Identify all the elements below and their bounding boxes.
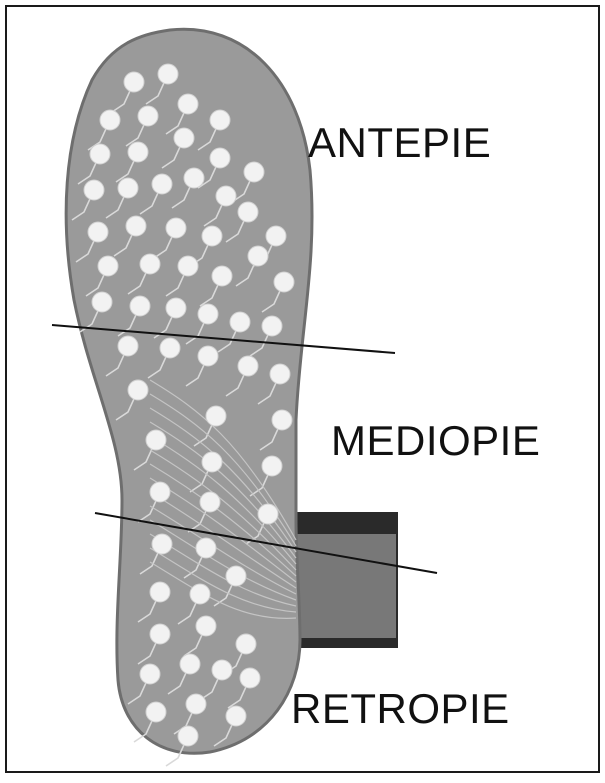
- pressure-sensor: [190, 584, 210, 604]
- pressure-sensor: [146, 430, 166, 450]
- pressure-sensor: [272, 410, 292, 430]
- pressure-sensor: [202, 226, 222, 246]
- pressure-sensor: [258, 504, 278, 524]
- pressure-sensor: [138, 106, 158, 126]
- pressure-sensor: [200, 492, 220, 512]
- pressure-sensor: [150, 482, 170, 502]
- connector-cable: [286, 512, 398, 648]
- pressure-sensor: [186, 694, 206, 714]
- pressure-sensor: [178, 726, 198, 746]
- pressure-sensor: [174, 128, 194, 148]
- pressure-sensor: [240, 668, 260, 688]
- pressure-sensor: [216, 186, 236, 206]
- pressure-sensor: [244, 162, 264, 182]
- rearfoot-label: RETROPIE: [291, 688, 510, 730]
- pressure-sensor: [198, 346, 218, 366]
- pressure-sensor: [160, 338, 180, 358]
- pressure-sensor: [210, 110, 230, 130]
- pressure-sensor: [226, 706, 246, 726]
- pressure-sensor: [118, 336, 138, 356]
- pressure-sensor: [130, 296, 150, 316]
- forefoot-label: ANTEPIE: [308, 122, 491, 164]
- pressure-sensor: [270, 364, 290, 384]
- pressure-sensor: [184, 168, 204, 188]
- pressure-sensor: [140, 664, 160, 684]
- pressure-sensor: [124, 72, 144, 92]
- pressure-sensor: [166, 298, 186, 318]
- pressure-sensor: [226, 566, 246, 586]
- pressure-sensor: [92, 292, 112, 312]
- pressure-sensor: [150, 624, 170, 644]
- pressure-sensor: [238, 202, 258, 222]
- pressure-sensor: [158, 64, 178, 84]
- pressure-sensor: [178, 256, 198, 276]
- pressure-sensor: [230, 312, 250, 332]
- pressure-sensor: [90, 144, 110, 164]
- pressure-sensor: [166, 218, 186, 238]
- pressure-sensor: [236, 634, 256, 654]
- pressure-sensor: [128, 142, 148, 162]
- midfoot-label: MEDIOPIE: [331, 420, 540, 462]
- pressure-sensor: [210, 148, 230, 168]
- pressure-sensor: [88, 222, 108, 242]
- pressure-sensor: [152, 534, 172, 554]
- pressure-sensor: [180, 654, 200, 674]
- pressure-sensor: [178, 94, 198, 114]
- pressure-sensor: [248, 246, 268, 266]
- pressure-sensor: [206, 406, 226, 426]
- pressure-sensor: [202, 452, 222, 472]
- pressure-sensor: [262, 456, 282, 476]
- pressure-sensor: [274, 272, 294, 292]
- pressure-sensor: [152, 174, 172, 194]
- pressure-sensor: [118, 178, 138, 198]
- pressure-sensor: [212, 660, 232, 680]
- pressure-sensor: [150, 582, 170, 602]
- pressure-sensor: [262, 316, 282, 336]
- pressure-sensor: [84, 180, 104, 200]
- pressure-sensor: [128, 380, 148, 400]
- pressure-sensor: [98, 256, 118, 276]
- pressure-sensor: [198, 304, 218, 324]
- pressure-sensor: [126, 216, 146, 236]
- pressure-sensor: [266, 226, 286, 246]
- pressure-sensor: [146, 702, 166, 722]
- pressure-sensor: [140, 254, 160, 274]
- pressure-sensor: [196, 538, 216, 558]
- pressure-sensor: [238, 356, 258, 376]
- pressure-sensor: [212, 266, 232, 286]
- pressure-sensor: [196, 616, 216, 636]
- pressure-sensor: [100, 110, 120, 130]
